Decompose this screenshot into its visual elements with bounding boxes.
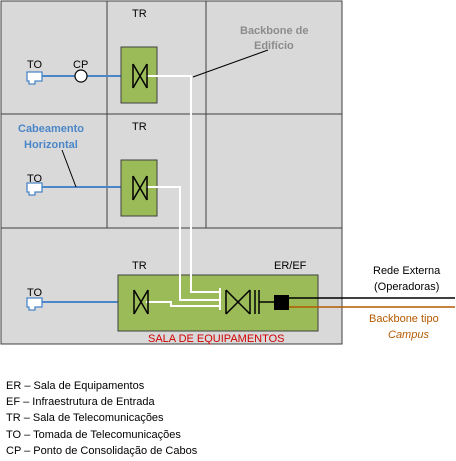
backbone-edificio-label: Backbone de [240,25,308,37]
tr-label-bottom: TR [132,260,147,272]
to-label-top: TO [27,59,43,71]
tr-label-mid: TR [132,121,147,133]
er-ef-label: ER/EF [274,260,307,272]
to-label-bottom: TO [27,287,43,299]
legend-item-to: TO – Tomada de Telecomunicações [6,428,181,441]
entrance-protector-icon [274,295,289,310]
rede-externa-label: Rede Externa [373,265,441,277]
sala-equipamentos-label: SALA DE EQUIPAMENTOS [148,333,285,345]
legend-item-er: ER – Sala de Equipamentos [6,380,145,392]
telecom-outlet-bottom-icon [26,297,43,311]
cp-label: CP [73,59,88,71]
cabeamento-horizontal-label: Cabeamento [18,123,84,135]
cabeamento-horizontal-label-2: Horizontal [24,139,78,151]
backbone-campus-label-2: Campus [388,329,429,341]
legend-item-ef: EF – Infraestrutura de Entrada [6,396,155,409]
patch-panel-mid-icon [132,175,148,201]
tr-label-top: TR [132,8,147,20]
backbone-edificio-label-2: Edifício [254,40,294,52]
patch-panel-top-icon [132,63,148,89]
horizontal-callout-line [61,149,77,188]
legend-item-cp: CP – Ponto de Consolidação de Cabos [6,444,198,457]
rede-externa-label-2: (Operadoras) [374,281,439,293]
backbone-callout-line [192,49,269,78]
patch-panel-er-icon [133,289,149,315]
to-label-mid: TO [27,173,43,185]
legend-item-tr: TR – Sala de Telecomunicações [6,412,164,425]
consolidation-point-icon [74,69,88,83]
telecom-outlet-top-icon [26,71,43,85]
legend: ER – Sala de Equipamentos EF – Infraestr… [6,378,197,459]
backbone-campus-label: Backbone tipo [369,313,439,325]
building-backbone [146,75,221,310]
telecom-outlet-mid-icon [26,182,43,196]
